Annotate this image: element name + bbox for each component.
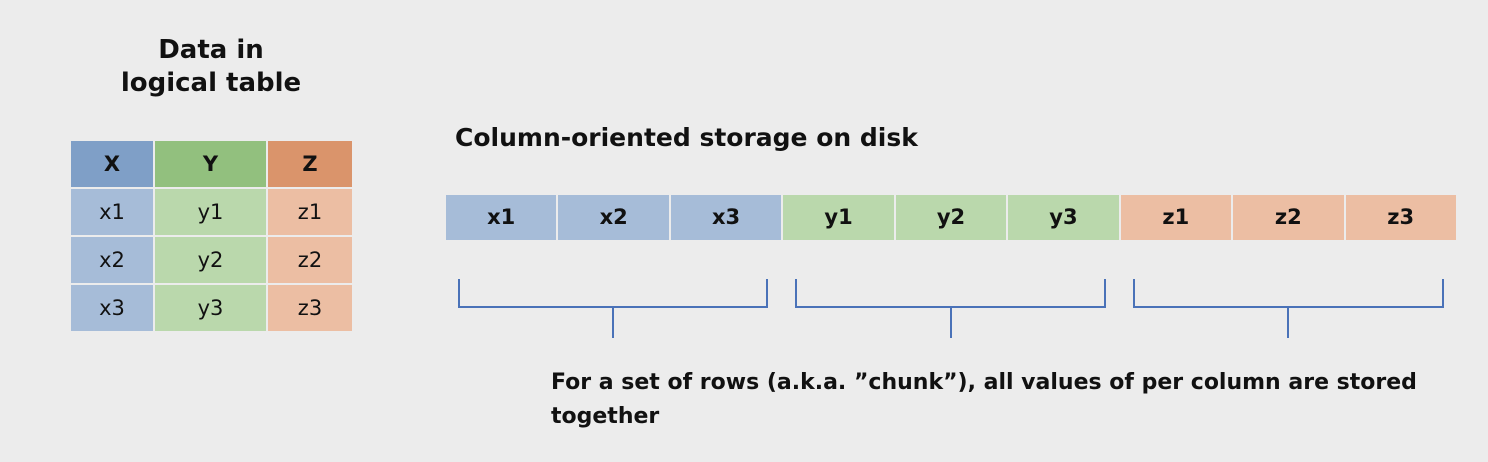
table-cell-x: x1 <box>71 189 153 235</box>
table-cell-x: x2 <box>71 237 153 283</box>
storage-caption: For a set of rows (a.k.a. ”chunk”), all … <box>551 370 1417 429</box>
storage-cell-x3: x3 <box>670 195 784 240</box>
logical-table-title: Data in logical table <box>70 34 352 100</box>
table-cell-z: z1 <box>268 189 352 235</box>
storage-title: Column-oriented storage on disk <box>455 123 918 152</box>
table-cell-x: x3 <box>71 285 153 331</box>
table-cell-y: y2 <box>155 237 266 283</box>
table-row: x1 y1 z1 <box>71 189 352 235</box>
logical-table-title-line2: logical table <box>120 68 302 98</box>
storage-cell-x2: x2 <box>558 195 671 240</box>
storage-cell-y1: y1 <box>783 195 896 240</box>
storage-cell-y2: y2 <box>895 195 1009 240</box>
bracket-y-group <box>795 279 1106 338</box>
column-storage-strip: x1 x2 x3 y1 y2 y3 z1 z2 z3 <box>446 195 1456 240</box>
bracket-x-group <box>458 279 768 338</box>
table-cell-z: z2 <box>268 237 352 283</box>
header-y: Y <box>155 141 266 187</box>
table-cell-y: y3 <box>155 285 266 331</box>
storage-cell-z3: z3 <box>1345 195 1456 240</box>
storage-cell-y3: y3 <box>1008 195 1121 240</box>
table-row: x2 y2 z2 <box>71 237 352 283</box>
bracket-z-group <box>1133 279 1444 338</box>
header-z: Z <box>268 141 352 187</box>
logical-table: X Y Z x1 y1 z1 x2 y2 z2 x3 y3 z3 <box>69 139 354 333</box>
table-header-row: X Y Z <box>71 141 352 187</box>
storage-cell-z1: z1 <box>1120 195 1234 240</box>
table-cell-z: z3 <box>268 285 352 331</box>
logical-table-title-line1: Data in <box>158 35 264 65</box>
storage-cell-x1: x1 <box>446 195 559 240</box>
table-row: x3 y3 z3 <box>71 285 352 331</box>
header-x: X <box>71 141 153 187</box>
storage-cell-z2: z2 <box>1233 195 1346 240</box>
table-cell-y: y1 <box>155 189 266 235</box>
